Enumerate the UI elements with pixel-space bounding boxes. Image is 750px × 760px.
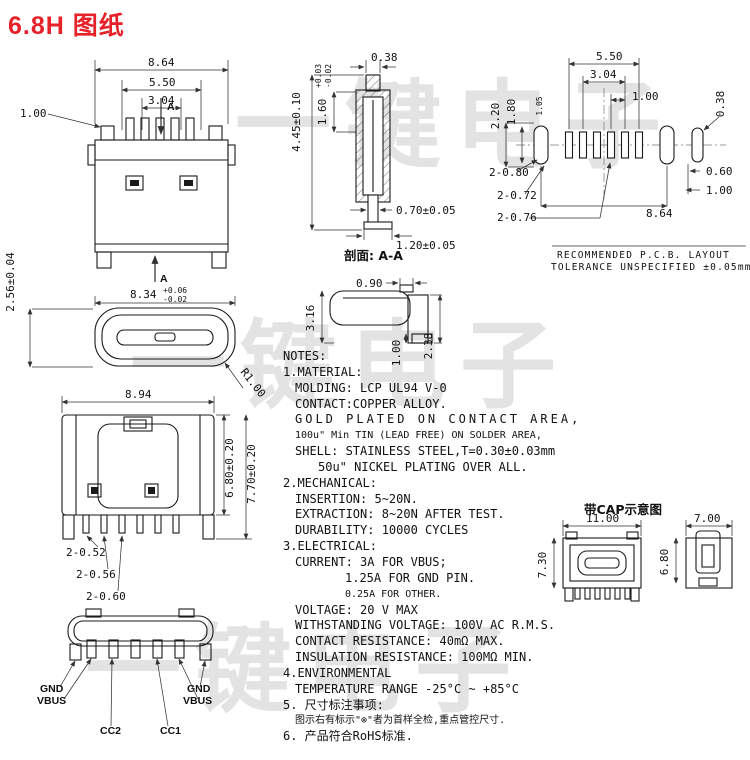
note-line: CURRENT: 3A FOR VBUS; [295, 554, 447, 569]
dim-cap-730: 7.30 [536, 552, 549, 579]
dim-profile-238: 2.38 [422, 333, 435, 360]
note-line: SHELL: STAINLESS STEEL,T=0.30±0.03mm [295, 444, 556, 459]
dim-section-120: 1.20±0.05 [396, 239, 456, 252]
note-line: 1.25A FOR GND PIN. [345, 570, 476, 585]
view-side-profile: 0.90 3.16 1.00 2.38 [304, 277, 443, 367]
view-pcb-layout: 5.50 3.04 1.00 2.20 1.80 1.05 0.38 2-0.8… [489, 50, 750, 273]
view-front: 8.64 5.50 3.04 1.00 A A [20, 56, 236, 285]
pin-label-gnd-left: GND [40, 683, 64, 695]
cap-section-title: 带CAP示意图 [584, 502, 662, 517]
dim-profile-316: 3.16 [304, 305, 317, 332]
note-line: NOTES: [283, 349, 327, 363]
note-line: CONTACT:COPPER ALLOY. [295, 396, 447, 411]
dim-pcb-2080: 2-0.80 [489, 166, 529, 179]
note-line: 图示右有标示"⊗"者为首样全检,重点管控尺寸. [295, 715, 506, 727]
note-line: MOLDING: LCP UL94 V-0 [295, 380, 447, 395]
dim-oval-256: 2.56±0.04 [4, 252, 17, 312]
note-line: 0.25A FOR OTHER. [345, 588, 442, 600]
note-line: 100u" Min TIN (LEAD FREE) ON SOLDER AREA… [295, 430, 542, 442]
dim-section-160-minus: -0.02 [324, 64, 333, 88]
note-line: 1.MATERIAL: [283, 364, 363, 379]
dim-top-052: 2-0.52 [66, 546, 106, 559]
dim-oval-r100: R1.00 [238, 366, 269, 400]
dim-top-680: 6.80±0.20 [223, 438, 236, 498]
note-line: GOLD PLATED ON CONTACT AREA, [295, 412, 582, 427]
pcb-tolerance-label: TOLERANCE UNSPECIFIED ±0.05mm [551, 262, 750, 273]
note-line: VOLTAGE: 20 V MAX [295, 602, 418, 617]
dim-section-070: 0.70±0.05 [396, 204, 456, 217]
watermark-text: 一键电子 [235, 70, 675, 182]
dim-pcb-2076: 2-0.76 [497, 211, 537, 224]
note-line: CONTACT RESISTANCE: 40mΩ MAX. [295, 634, 505, 649]
pin-label-gnd-right: GND [187, 683, 211, 695]
page-title: 6.8H 图纸 [8, 12, 125, 40]
dim-pcb-220: 2.20 [489, 103, 502, 130]
dim-profile-090: 0.90 [356, 277, 383, 290]
dim-top-056: 2-0.56 [76, 568, 116, 581]
note-line: DURABILITY: 10000 CYCLES [295, 523, 469, 538]
watermark-text: 一键电子 [85, 614, 525, 726]
note-line: 5. 尺寸标注事项: [283, 697, 384, 712]
note-line: TEMPERATURE RANGE -25°C ~ +85°C [295, 681, 519, 696]
dim-section-160-plus: +0.03 [314, 64, 323, 88]
note-line: WITHSTANDING VOLTAGE: 100V AC R.M.S. [295, 618, 556, 633]
view-section: 0.38 4.45±0.10 1.60 +0.03 -0.02 0.70±0.0… [290, 51, 456, 263]
pin-label-cc1: CC1 [160, 725, 181, 737]
dim-pcb-060: 0.60 [706, 165, 733, 178]
dim-front-100: 1.00 [20, 107, 47, 120]
dim-top-894: 8.94 [125, 388, 152, 401]
pin-label-cc2: CC2 [100, 725, 121, 737]
dim-cap-680: 6.80 [658, 549, 671, 576]
view-with-cap: 带CAP示意图 11.00 7.30 7.00 6.80 [536, 502, 733, 602]
pin-label-vbus-right: VBUS [183, 695, 212, 707]
note-line: 2.MECHANICAL: [283, 475, 377, 490]
dim-top-060: 2-0.60 [86, 590, 126, 603]
note-line: 6. 产品符合RoHS标准. [283, 729, 413, 744]
view-bottom-pins: GND VBUS GND VBUS CC2 CC1 [37, 608, 214, 737]
note-line: 3.ELECTRICAL: [283, 539, 377, 554]
dim-top-770: 7.70±0.20 [245, 444, 258, 504]
dim-front-550: 5.50 [149, 76, 176, 89]
dim-section-445: 4.45±0.10 [290, 92, 303, 152]
section-label: 剖面: A-A [344, 248, 403, 263]
note-line: INSERTION: 5~20N. [295, 491, 418, 506]
note-line: INSULATION RESISTANCE: 100MΩ MIN. [295, 650, 534, 665]
dim-profile-100: 1.00 [390, 340, 403, 367]
section-a-top: A [167, 101, 175, 113]
dim-pcb-100: 1.00 [632, 90, 659, 103]
view-oval-face: 2.56±0.04 8.34 +0.06 -0.02 R1.00 [4, 252, 268, 400]
dim-cap-700: 7.00 [694, 512, 721, 525]
dim-pcb-864: 8.64 [646, 207, 673, 220]
dim-oval-tol-minus: -0.02 [163, 295, 187, 304]
note-line: 4.ENVIRONMENTAL [283, 665, 392, 680]
dim-oval-tol-plus: +0.06 [163, 286, 187, 295]
dim-oval-834: 8.34 [130, 288, 157, 301]
dim-pcb-100b: 1.00 [706, 184, 733, 197]
dim-front-864: 8.64 [148, 56, 175, 69]
pcb-recommended-label: RECOMMENDED P.C.B. LAYOUT [557, 250, 730, 261]
note-line: EXTRACTION: 8~20N AFTER TEST. [295, 507, 505, 522]
dim-pcb-038: 0.38 [714, 91, 727, 118]
pin-label-vbus-left: VBUS [37, 695, 66, 707]
dim-pcb-304: 3.04 [590, 68, 617, 81]
note-line: 50u" NICKEL PLATING OVER ALL. [318, 459, 528, 474]
dim-pcb-2072: 2-0.72 [497, 189, 537, 202]
dim-cap-1100: 11.00 [586, 512, 619, 525]
dim-section-038: 0.38 [371, 51, 398, 64]
dim-pcb-550: 5.50 [596, 50, 623, 63]
dim-pcb-180: 1.80 [505, 99, 518, 126]
dim-section-160: 1.60 [316, 99, 329, 126]
section-a-bottom: A [160, 273, 168, 285]
dim-pcb-105: 1.05 [535, 96, 544, 115]
notes-block: NOTES: 1.MATERIAL: MOLDING: LCP UL94 V-0… [283, 349, 581, 745]
view-top: 8.94 6.80±0.20 7.70±0.20 2-0.52 2-0.56 2… [61, 388, 258, 603]
